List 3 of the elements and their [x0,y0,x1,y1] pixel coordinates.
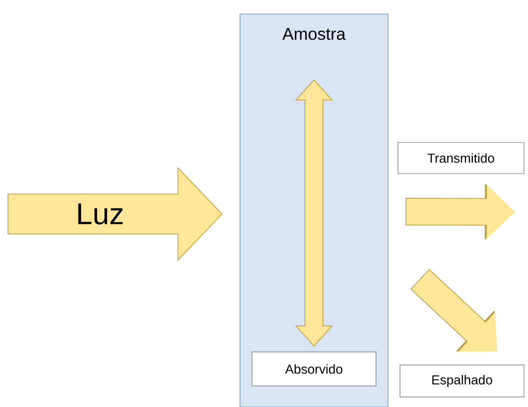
text-box: Absorvido [252,352,376,386]
text-box: Transmitido [398,142,524,174]
text-box: Espalhado [400,364,524,398]
